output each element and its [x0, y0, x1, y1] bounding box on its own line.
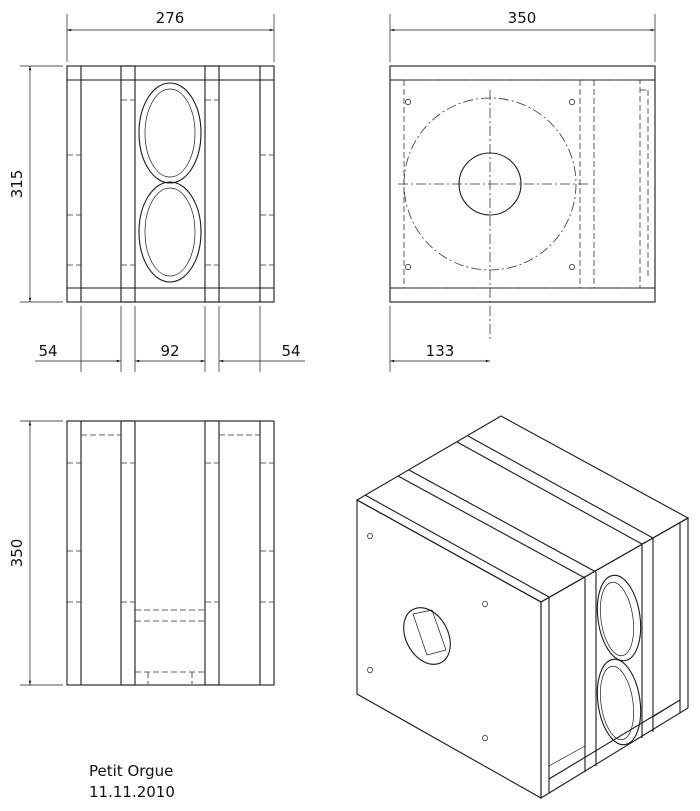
dim-bottom-chain: 54 92 54	[35, 306, 305, 372]
screw-hole	[569, 264, 575, 270]
driver-lower	[138, 181, 202, 283]
iso-screw-hole	[367, 666, 373, 674]
dim-height: 315	[8, 65, 63, 303]
screw-hole	[569, 99, 575, 105]
port-opening	[458, 152, 522, 216]
dim-port-offset: 133	[389, 306, 490, 372]
iso-driver-upper	[596, 574, 642, 662]
dim-depth-label: 350	[8, 539, 26, 568]
dim-center-width-label: 92	[160, 342, 179, 360]
dim-front-width-label: 276	[156, 9, 185, 27]
screw-hole	[405, 264, 411, 270]
drawing-date: 11.11.2010	[89, 783, 175, 801]
dim-depth: 350	[8, 420, 63, 686]
dim-right-offset-label: 54	[281, 342, 300, 360]
dim-side-width: 350	[389, 9, 656, 62]
iso-screw-hole	[367, 532, 373, 540]
dim-port-offset-label: 133	[426, 342, 455, 360]
drawing-title: Petit Orgue	[89, 762, 173, 780]
dim-front-width: 276	[66, 9, 275, 62]
iso-screw-hole	[482, 600, 488, 608]
front-view	[66, 65, 275, 303]
driver-upper	[138, 82, 202, 184]
dim-side-width-label: 350	[508, 9, 537, 27]
iso-port	[403, 607, 451, 665]
screw-hole	[405, 99, 411, 105]
side-view	[389, 65, 656, 340]
top-view	[66, 420, 275, 686]
title-block: Petit Orgue 11.11.2010	[89, 762, 175, 801]
dim-left-offset-label: 54	[38, 342, 57, 360]
dim-height-label: 315	[8, 170, 26, 199]
isometric-view	[355, 415, 690, 799]
iso-screw-hole	[482, 734, 488, 742]
iso-driver-lower	[596, 658, 642, 746]
